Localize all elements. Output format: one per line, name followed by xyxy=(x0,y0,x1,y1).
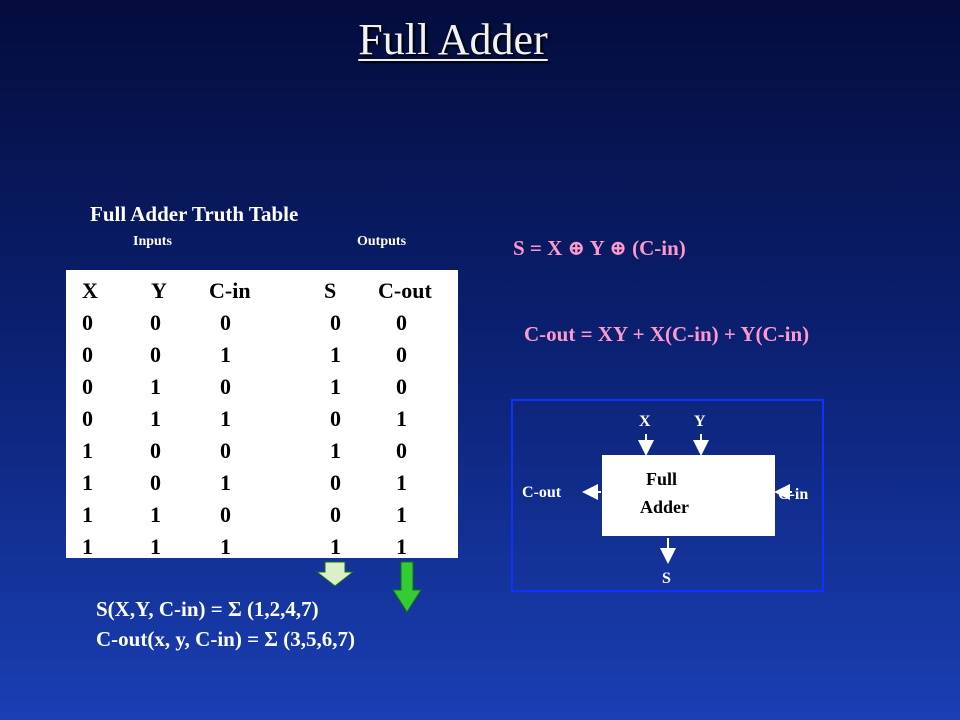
carry-minterms: C-out(x, y, C-in) = Σ (3,5,6,7) xyxy=(96,627,356,651)
cell-x: 1 xyxy=(82,470,93,495)
cell-s: 0 xyxy=(330,470,341,495)
full-adder-block: Full Adder xyxy=(602,455,775,536)
truth-table-header: X Y C-in S C-out xyxy=(66,274,458,306)
table-row: 1 1 0 0 1 xyxy=(66,498,458,530)
header-c-out: C-out xyxy=(378,278,432,303)
sum-minterms: S(X,Y, C-in) = Σ (1,2,4,7) xyxy=(96,597,319,621)
cell-x: 0 xyxy=(82,342,93,367)
cell-x: 1 xyxy=(82,438,93,463)
cell-c-out: 1 xyxy=(396,406,407,431)
cell-x: 0 xyxy=(82,310,93,335)
truth-table-title: Full Adder Truth Table xyxy=(90,202,299,226)
table-row: 1 0 0 1 0 xyxy=(66,434,458,466)
sum-out-label: S xyxy=(662,570,671,587)
block-diagram xyxy=(511,399,824,592)
cell-s: 0 xyxy=(330,502,341,527)
table-row: 0 1 1 0 1 xyxy=(66,402,458,434)
c-out-column-arrow xyxy=(392,561,422,613)
cell-c-out: 1 xyxy=(396,470,407,495)
header-c-in: C-in xyxy=(209,278,251,303)
cell-y: 0 xyxy=(150,342,161,367)
cell-c-in: 1 xyxy=(220,406,231,431)
cell-y: 0 xyxy=(150,438,161,463)
input-y-label: Y xyxy=(694,413,706,430)
header-y: Y xyxy=(151,278,167,303)
slide-title: Full Adder xyxy=(358,15,548,64)
cell-c-out: 1 xyxy=(396,534,407,559)
carry-out-label: C-out xyxy=(522,484,562,501)
cell-c-in: 1 xyxy=(220,470,231,495)
cell-c-out: 0 xyxy=(396,310,407,335)
table-row: 0 0 0 0 0 xyxy=(66,306,458,338)
output-arrows xyxy=(315,561,422,613)
cell-s: 1 xyxy=(330,342,341,367)
cell-c-out: 0 xyxy=(396,342,407,367)
cell-c-out: 0 xyxy=(396,374,407,399)
cell-c-out: 1 xyxy=(396,502,407,527)
cell-c-in: 0 xyxy=(220,374,231,399)
cell-c-out: 0 xyxy=(396,438,407,463)
cell-s: 0 xyxy=(330,406,341,431)
cell-s: 0 xyxy=(330,310,341,335)
cell-y: 1 xyxy=(150,502,161,527)
block-label-full: Full xyxy=(646,469,678,489)
cell-y: 0 xyxy=(150,470,161,495)
cell-x: 1 xyxy=(82,502,93,527)
cell-s: 1 xyxy=(330,374,341,399)
cell-x: 0 xyxy=(82,374,93,399)
cell-c-in: 1 xyxy=(220,534,231,559)
cell-y: 0 xyxy=(150,310,161,335)
table-row: 0 1 0 1 0 xyxy=(66,370,458,402)
table-row: 1 1 1 1 1 xyxy=(66,530,458,562)
carry-formula: C-out = XY + X(C-in) + Y(C-in) xyxy=(524,322,810,346)
cell-c-in: 0 xyxy=(220,438,231,463)
outputs-label: Outputs xyxy=(357,234,407,249)
cell-s: 1 xyxy=(330,534,341,559)
s-column-arrow xyxy=(315,561,355,587)
header-x: X xyxy=(82,278,98,303)
cell-x: 1 xyxy=(82,534,93,559)
input-x-label: X xyxy=(639,413,651,430)
table-row: 0 0 1 1 0 xyxy=(66,338,458,370)
inputs-label: Inputs xyxy=(133,234,172,249)
cell-y: 1 xyxy=(150,374,161,399)
cell-c-in: 0 xyxy=(220,502,231,527)
cell-s: 1 xyxy=(330,438,341,463)
header-s: S xyxy=(324,278,337,303)
cell-c-in: 1 xyxy=(220,342,231,367)
block-label-adder: Adder xyxy=(640,497,689,517)
sum-formula: S = X ⊕ Y ⊕ (C-in) xyxy=(513,236,686,260)
cell-y: 1 xyxy=(150,534,161,559)
cell-y: 1 xyxy=(150,406,161,431)
table-row: 1 0 1 0 1 xyxy=(66,466,458,498)
cell-x: 0 xyxy=(82,406,93,431)
cell-c-in: 0 xyxy=(220,310,231,335)
